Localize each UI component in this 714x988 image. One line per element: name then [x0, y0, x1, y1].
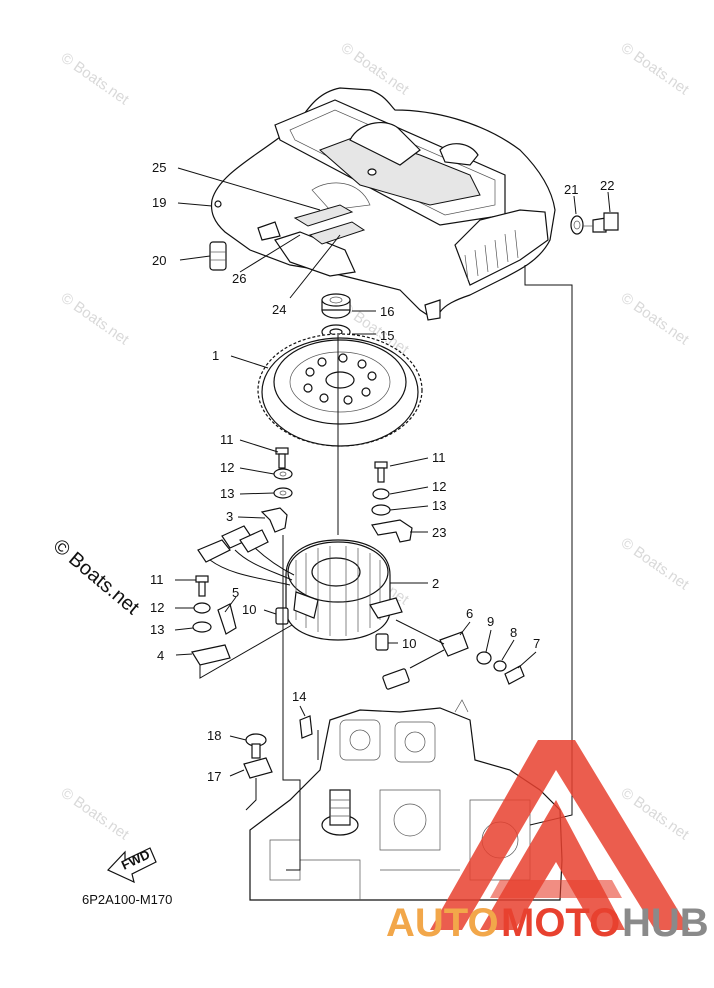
logo-text-moto: MOTO — [501, 901, 620, 945]
key-14 — [299, 715, 313, 739]
label-6: 6 — [466, 606, 473, 621]
label-11-right: 11 — [432, 450, 446, 465]
label-3: 3 — [226, 509, 233, 524]
label-10-left: 10 — [242, 602, 256, 617]
label-17: 17 — [207, 769, 221, 784]
label-1: 1 — [212, 348, 219, 363]
label-22: 22 — [600, 178, 614, 193]
label-16: 16 — [380, 304, 394, 319]
label-15: 15 — [380, 328, 394, 343]
label-4: 4 — [157, 648, 164, 663]
bolt-11-left — [275, 447, 289, 469]
clip-5 — [217, 603, 237, 635]
part-labels: 25 19 20 26 24 16 15 1 11 12 13 3 11 12 … — [150, 160, 614, 784]
washer-13-left — [273, 487, 293, 499]
label-5: 5 — [232, 585, 239, 600]
bolt-11-right — [374, 461, 388, 483]
label-25: 25 — [152, 160, 166, 175]
automotohub-logo: AUTO MOTO HUB — [386, 740, 709, 945]
label-12-upper-left: 12 — [220, 460, 234, 475]
label-24: 24 — [272, 302, 286, 317]
leader-lines — [174, 167, 611, 777]
washer-12-left — [273, 468, 293, 480]
clamp-23 — [371, 519, 413, 543]
label-13-upper-left: 13 — [220, 486, 234, 501]
washer-12-right — [372, 488, 390, 500]
washer-12-lower — [193, 602, 211, 614]
grommet-20 — [209, 241, 227, 271]
washer-8 — [493, 660, 507, 672]
diagram-code: 6P2A100-M170 — [82, 892, 172, 907]
watermark: © Boats.net — [618, 289, 693, 348]
watermark: © Boats.net — [58, 289, 133, 348]
collar-10-left — [275, 607, 289, 625]
clamp-4 — [191, 624, 293, 679]
label-13-right: 13 — [432, 498, 446, 513]
label-10-right: 10 — [402, 636, 416, 651]
watermark: © Boats.net — [58, 784, 133, 843]
label-23: 23 — [432, 525, 446, 540]
watermark-large: © Boats.net — [49, 535, 144, 619]
fwd-arrow-icon: FWD — [106, 847, 157, 884]
stator-2 — [285, 539, 403, 641]
washer-9 — [476, 651, 492, 665]
label-19: 19 — [152, 195, 166, 210]
label-18: 18 — [207, 728, 221, 743]
wire-harness — [197, 525, 295, 586]
label-8: 8 — [510, 625, 517, 640]
label-12-right: 12 — [432, 479, 446, 494]
bolt-18 — [245, 733, 267, 759]
logo-text-auto: AUTO — [386, 901, 499, 945]
label-20: 20 — [152, 253, 166, 268]
flywheel-cover — [210, 87, 556, 321]
flywheel-1 — [257, 333, 423, 447]
watermark: © Boats.net — [618, 534, 693, 593]
washer-13-right — [371, 504, 391, 516]
bolt-11-lower — [195, 575, 209, 597]
label-2: 2 — [432, 576, 439, 591]
label-12-lower-left: 12 — [150, 600, 164, 615]
logo-text-hub: HUB — [622, 901, 709, 945]
screw-7 — [504, 665, 525, 685]
clamp-3 — [260, 507, 288, 533]
watermark: © Boats.net — [58, 49, 133, 108]
pulser-coil-6 — [382, 619, 469, 690]
flywheel-nut-16 — [321, 293, 351, 319]
bracket-17 — [243, 757, 273, 779]
label-14: 14 — [292, 689, 306, 704]
label-21: 21 — [564, 182, 578, 197]
watermark: © Boats.net — [618, 39, 693, 98]
bolt-21-22 — [570, 212, 619, 235]
washer-13-lower — [192, 621, 212, 633]
label-26: 26 — [232, 271, 246, 286]
label-11-lower-left: 11 — [150, 572, 164, 587]
collar-10-right — [375, 633, 389, 651]
label-7: 7 — [533, 636, 540, 651]
label-13-lower-left: 13 — [150, 622, 164, 637]
label-11-upper-left: 11 — [220, 432, 234, 447]
label-9: 9 — [487, 614, 494, 629]
